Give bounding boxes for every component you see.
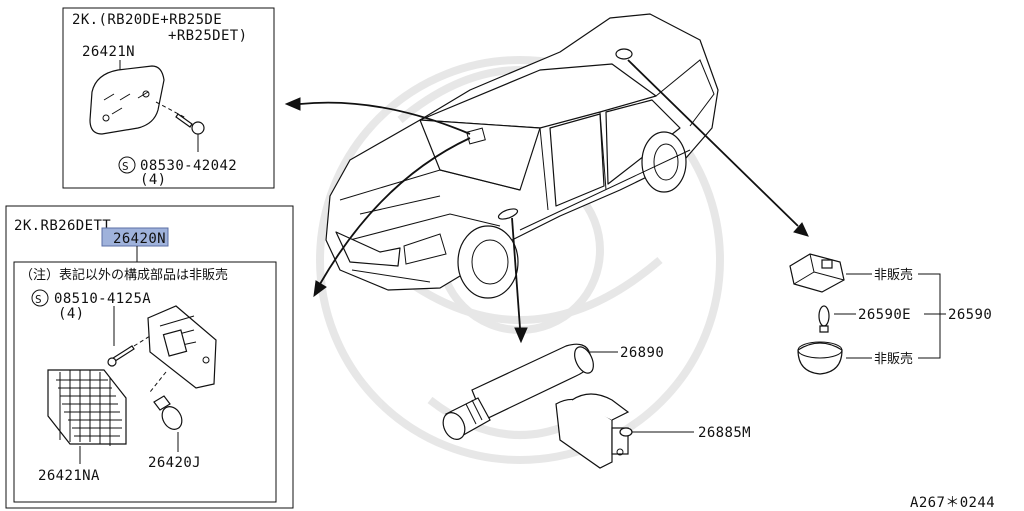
upper-lens-part-number: 26421N [82, 44, 135, 60]
lower-bulb-part-number: 26420J [148, 455, 201, 471]
highlight-box [101, 227, 169, 247]
upper-screw-qty: (4) [140, 172, 167, 188]
trunk-lamp-lens[interactable] [797, 341, 843, 375]
pointer-arrows [284, 59, 809, 344]
room-lamp-lens[interactable] [89, 65, 165, 135]
upper-screw-part-number: 08530-42042 [140, 158, 237, 174]
car-illustration [325, 13, 719, 299]
figure-code: A267＊0244 [910, 495, 995, 511]
upper-variant-box: 2K.(RB20DE+RB25DE +RB25DET) 26421N S 085… [62, 7, 275, 189]
upper-variant-line1: 2K.(RB20DE+RB25DE [72, 12, 222, 28]
lower-variant-box: 2K.RB26DETT 26420N （注）表記以外の構成部品は非販売 S 08… [5, 205, 294, 509]
lower-variant-label: 2K.RB26DETT [14, 218, 111, 234]
upper-s-mark: S [122, 160, 129, 173]
lower-screw-part-number: 08510-4125A [54, 291, 151, 307]
flashlight-clip[interactable] [555, 393, 633, 469]
front-wheel [457, 225, 519, 299]
clip-part-number: 26885M [698, 425, 751, 441]
lower-s-mark: S [35, 293, 42, 306]
trunk-lamp-housing[interactable] [789, 253, 845, 293]
not-sold-note: （注）表記以外の構成部品は非販売 [20, 267, 228, 283]
flashlight-part-number: 26890 [620, 345, 664, 361]
assembly-part-number: 26590 [948, 307, 992, 323]
lower-lens[interactable] [47, 369, 127, 446]
lower-screw-qty: (4) [58, 306, 85, 322]
upper-screw[interactable] [175, 113, 205, 135]
not-sold-label-top: 非販売 [874, 267, 913, 283]
upper-variant-line2: +RB25DET) [168, 28, 247, 44]
lower-screw[interactable] [107, 345, 135, 367]
lower-bulb[interactable] [153, 395, 186, 433]
lower-lens-part-number: 26421NA [38, 468, 100, 484]
highlighted-part-number[interactable]: 26420N [113, 231, 166, 247]
lamp-housing[interactable] [147, 305, 217, 389]
flashlight[interactable] [439, 343, 597, 443]
bulb-part-number: 26590E [858, 307, 911, 323]
trunk-lamp-bulb[interactable] [818, 305, 830, 333]
not-sold-label-bottom: 非販売 [874, 351, 913, 367]
